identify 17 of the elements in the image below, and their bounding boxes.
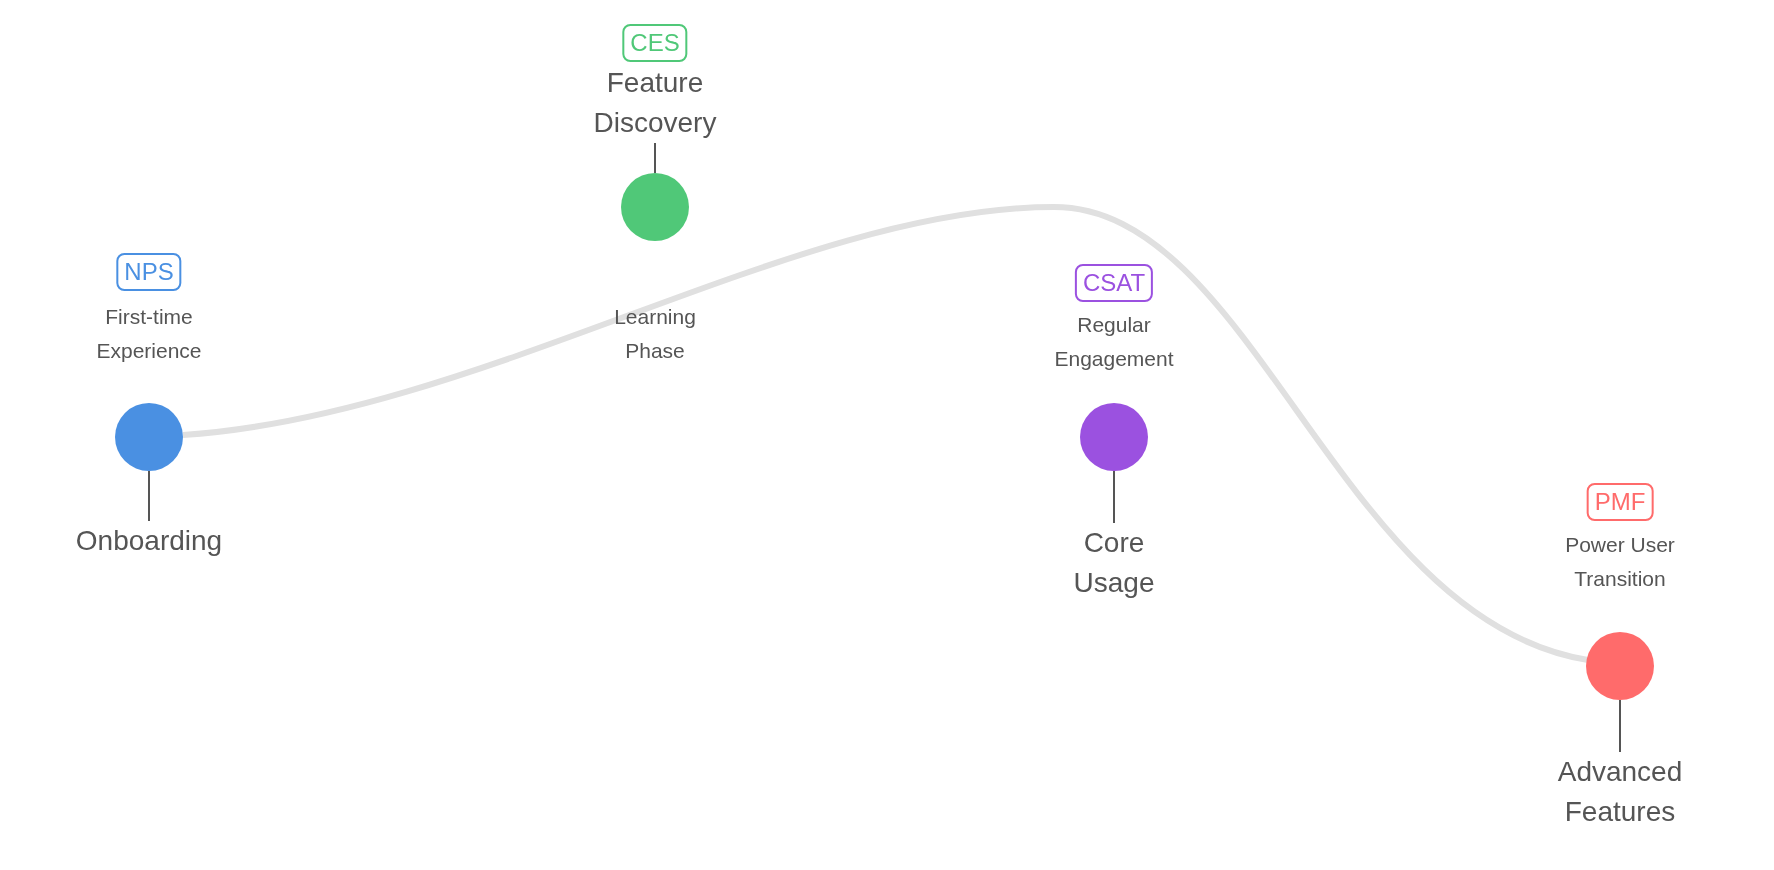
stage-caption: Power User Transition — [1564, 532, 1676, 592]
stage-name: Core Usage — [1059, 523, 1169, 603]
stage-name: Feature Discovery — [575, 63, 735, 143]
stage-name: Advanced Features — [1535, 752, 1705, 832]
metric-tag: PMF — [1586, 483, 1654, 521]
metric-tag: NPS — [116, 253, 182, 291]
stage-caption: Regular Engagement — [1053, 312, 1175, 372]
metric-tag: CSAT — [1074, 264, 1154, 302]
stage-name: Onboarding — [39, 521, 259, 561]
journey-curve — [182, 204, 1589, 663]
stage-caption: Learning Phase — [613, 304, 697, 364]
stage-caption: First-time Experience — [95, 304, 203, 364]
stem-line — [1619, 699, 1621, 753]
stem-line — [654, 142, 656, 174]
metric-tag: CES — [622, 24, 688, 62]
stem-line — [1113, 470, 1115, 524]
stem-line — [148, 470, 150, 522]
